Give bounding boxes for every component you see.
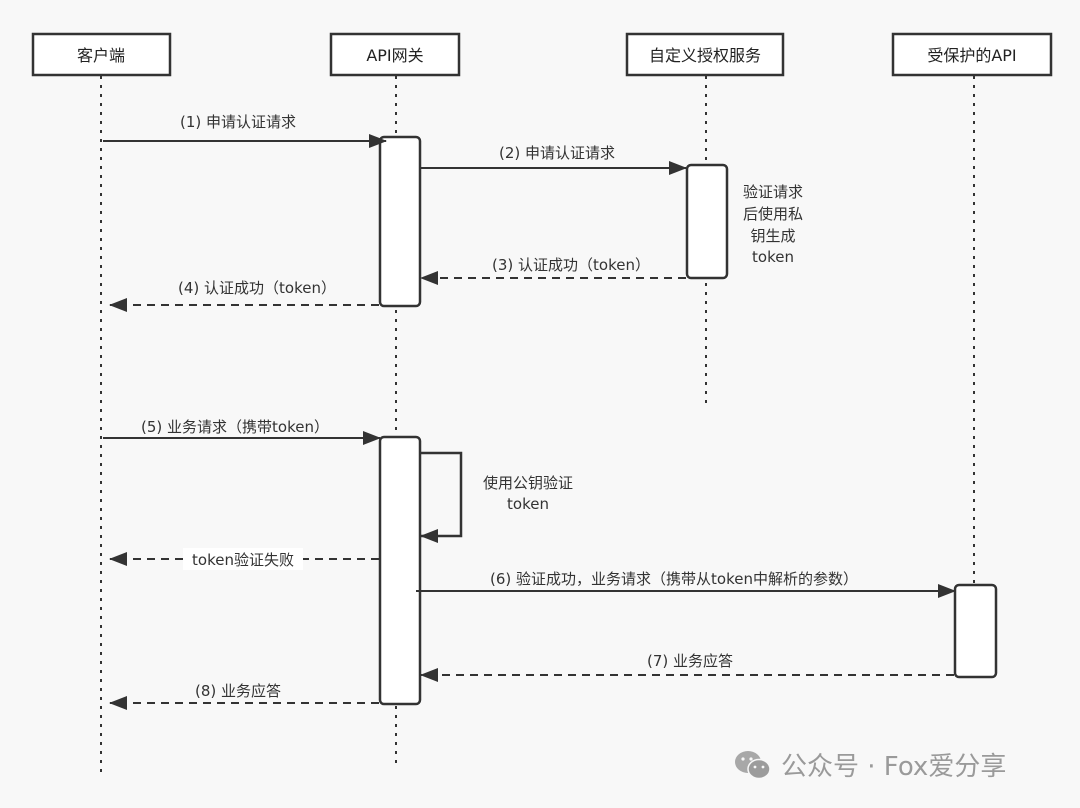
self-message-label-line-2: token (507, 495, 549, 513)
auth-note-line-1: 验证请求 (743, 183, 803, 201)
message-7-label: (7) 业务应答 (647, 652, 733, 670)
message-6-label: (6) 验证成功，业务请求（携带从token中解析的参数） (490, 570, 858, 588)
watermark-text: 公众号 · Fox爱分享 (781, 752, 1007, 782)
auth-note-line-3: 钥生成 (750, 227, 795, 245)
activation-api (953, 583, 998, 679)
token-fail-label-bg (183, 548, 303, 570)
self-message-arrow (420, 451, 463, 543)
activation-auth (685, 163, 729, 280)
actor-client: 客户端 (31, 32, 172, 77)
message-8-label: (8) 业务应答 (195, 682, 281, 700)
auth-note-line-4: token (752, 248, 794, 266)
message-1-label: (1) 申请认证请求 (180, 113, 296, 131)
self-message-label-line-1: 使用公钥验证 (483, 474, 573, 492)
actor-api: 受保护的API (891, 32, 1053, 77)
message-2-label: (2) 申请认证请求 (499, 144, 615, 162)
actor-auth-label: 自定义授权服务 (649, 46, 761, 65)
message-3-label: (3) 认证成功（token） (492, 256, 650, 274)
activation-gateway-1 (378, 135, 422, 308)
actor-gateway: API网关 (329, 32, 461, 77)
wechat-icon (735, 750, 771, 779)
token-fail-label: token验证失败 (192, 551, 294, 569)
auth-note-line-2: 后使用私 (743, 205, 803, 223)
message-4-label: (4) 认证成功（token） (178, 279, 336, 297)
actor-api-label: 受保护的API (927, 46, 1016, 65)
activation-gateway-2 (378, 435, 422, 706)
message-5-label: (5) 业务请求（携带token） (141, 418, 329, 436)
actor-gateway-label: API网关 (366, 46, 423, 65)
watermark: 公众号 · Fox爱分享 (733, 746, 1006, 783)
actor-auth: 自定义授权服务 (625, 32, 785, 77)
actor-client-label: 客户端 (77, 46, 125, 65)
